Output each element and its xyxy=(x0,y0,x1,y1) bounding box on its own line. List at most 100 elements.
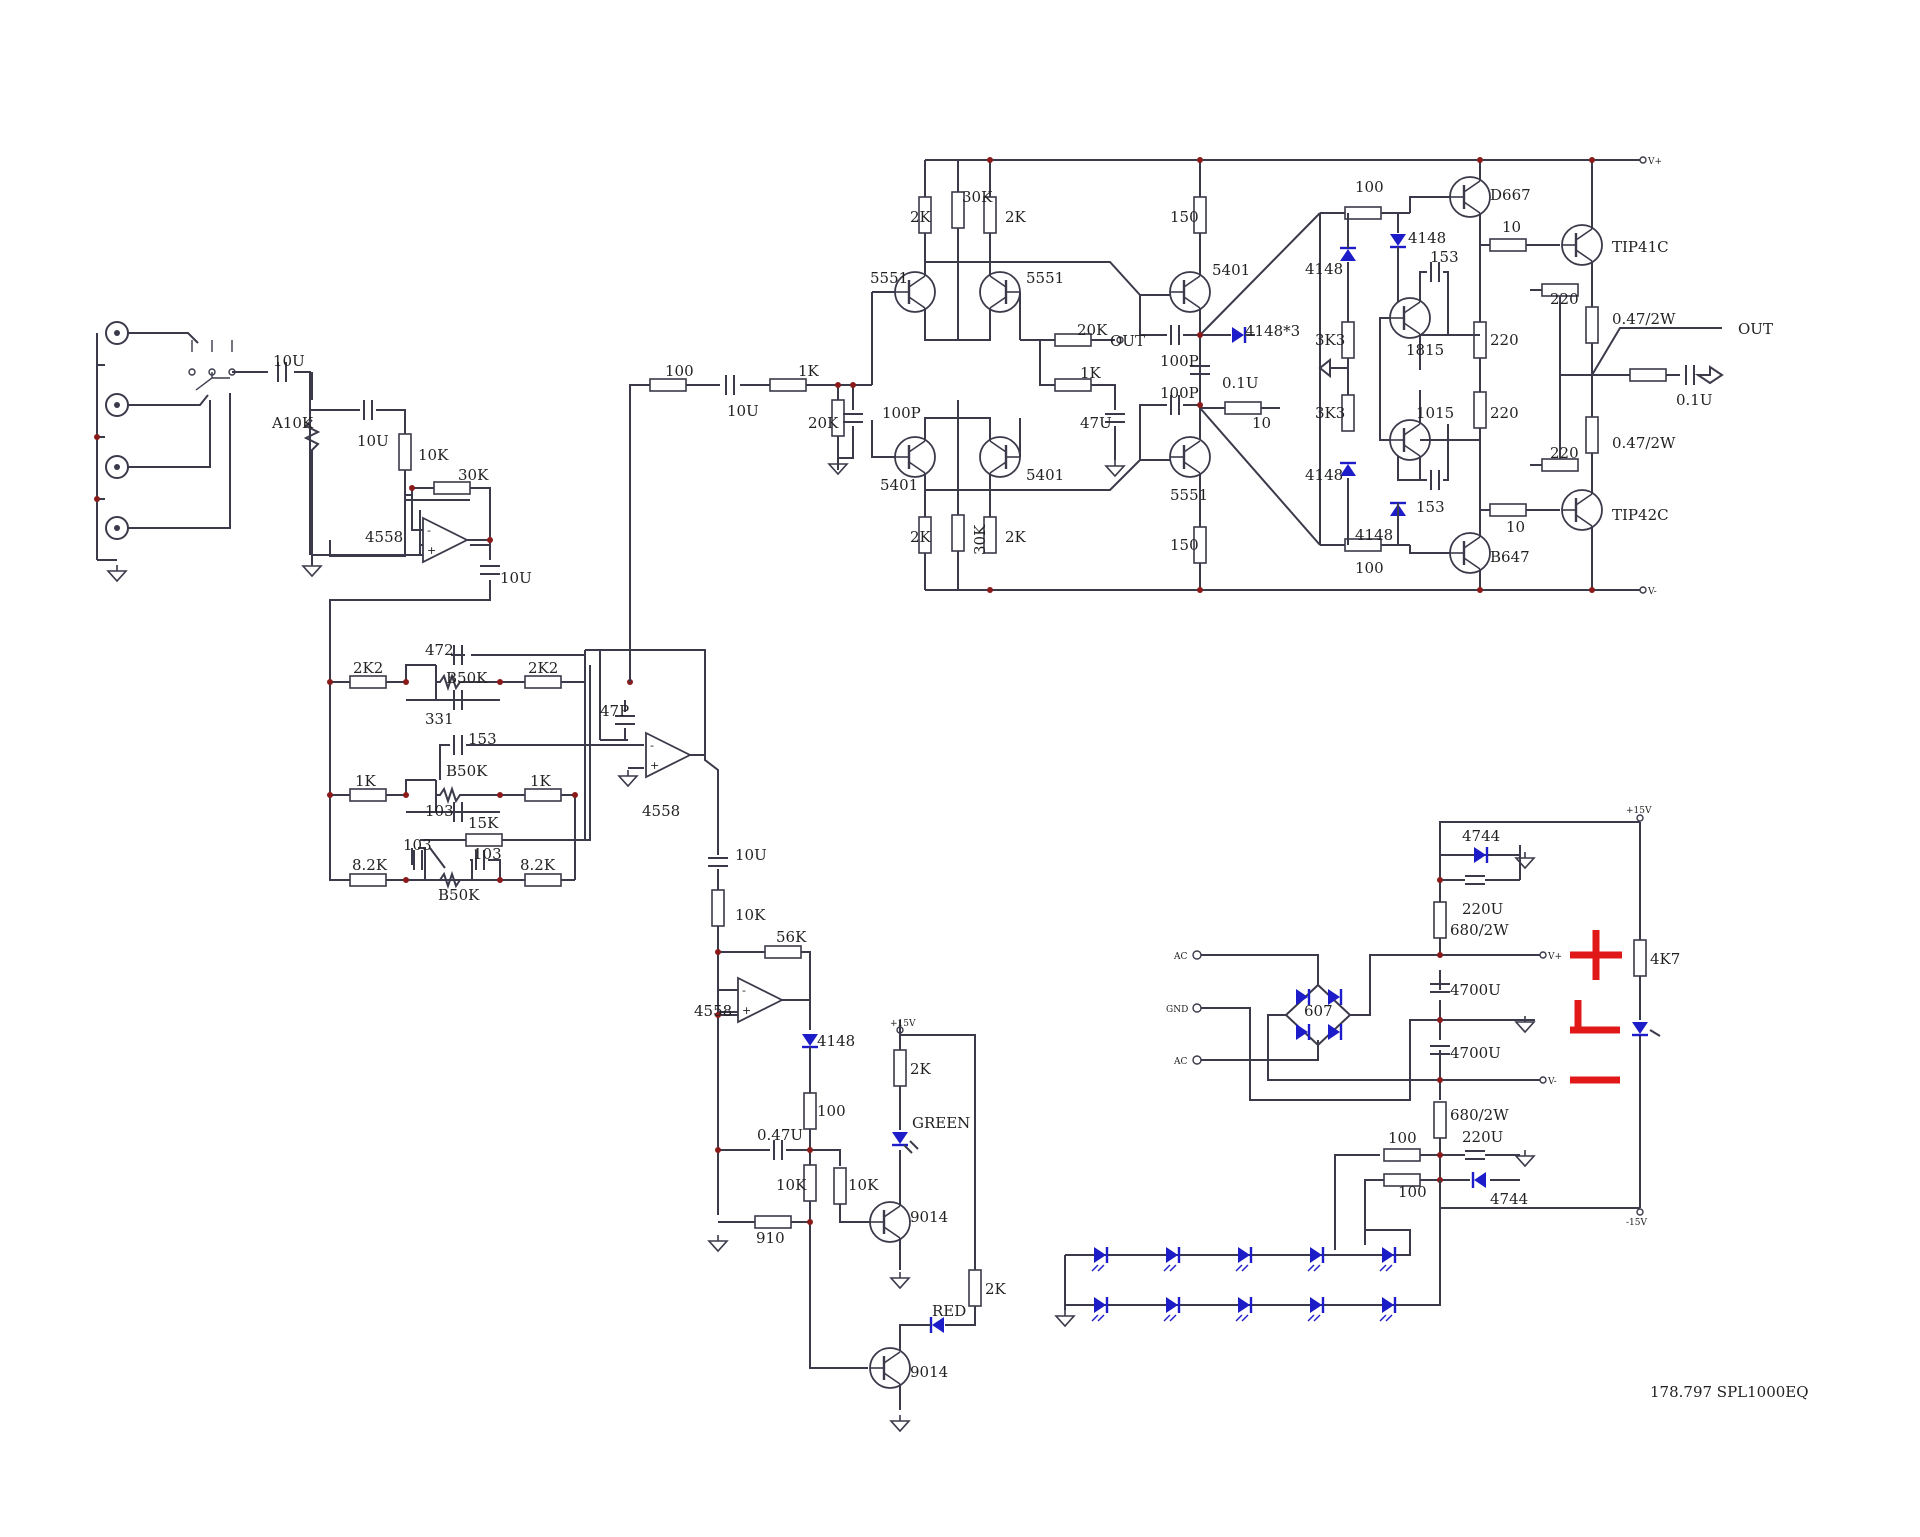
c-103-a-label: 103 xyxy=(425,802,454,820)
r-10k-4-label: 10K xyxy=(848,1176,879,1194)
c-100p-a-label: 100P xyxy=(1160,352,1199,370)
r-2k-b-label: 2K xyxy=(1005,208,1027,226)
c-153-a-label: 153 xyxy=(1430,248,1459,266)
q-5401-c-label: 5401 xyxy=(1212,261,1250,279)
r-30k-a-label: 30K xyxy=(962,188,993,206)
c-4700u-a-label: 4700U xyxy=(1450,981,1501,999)
out-main-label: OUT xyxy=(1738,320,1773,338)
q-1815-label: 1815 xyxy=(1406,341,1444,359)
r-680-b-label: 680/2W xyxy=(1450,1106,1509,1124)
r-1k-fb-label: 1K xyxy=(1080,364,1102,382)
r-2k-led-label: 2K xyxy=(910,1060,932,1078)
r-100-in-label: 100 xyxy=(665,362,694,380)
c-10u-3-label: 10U xyxy=(500,569,532,587)
power-supply xyxy=(1192,814,1661,1250)
op-4558-2-label: 4558 xyxy=(642,802,680,820)
ac-2-label: AC xyxy=(1173,1057,1187,1067)
footer-label: 178.797 SPL1000EQ xyxy=(1650,1383,1809,1401)
c-100p-b-label: 100P xyxy=(1160,384,1199,402)
psu-vminus-label: V- xyxy=(1547,1077,1557,1087)
psu-vplus-label: V+ xyxy=(1547,952,1562,962)
r-680-a-label: 680/2W xyxy=(1450,921,1509,939)
r-82k-b-label: 8.2K xyxy=(520,856,556,874)
r-15k-label: 15K xyxy=(468,814,499,832)
q-b647-label: B647 xyxy=(1490,548,1530,566)
op-4558-1-label: 4558 xyxy=(365,528,403,546)
pot-b50k-b-label: B50K xyxy=(446,762,488,780)
q-5551-b-label: 5551 xyxy=(1026,269,1064,287)
q-5551-c-label: 5551 xyxy=(1170,486,1208,504)
r-1k-b-label: 1K xyxy=(530,772,552,790)
pot-b50k-a-label: B50K xyxy=(446,669,488,687)
c-4700u-b-label: 4700U xyxy=(1450,1044,1501,1062)
d-4148-e-label: 4148 xyxy=(817,1032,855,1050)
input-selector xyxy=(94,321,236,582)
d-4148x3-label: 4148*3 xyxy=(1245,322,1300,340)
r-2k-d-label: 2K xyxy=(1005,528,1027,546)
pot-b50k-c-label: B50K xyxy=(438,886,480,904)
led-array xyxy=(1055,1180,1441,1327)
gnd-label: GND xyxy=(1166,1005,1188,1015)
r-1k-a-label: 1K xyxy=(355,772,377,790)
r-20k-fb-label: 20K xyxy=(1077,321,1108,339)
input-stage xyxy=(232,361,575,881)
r-30k-b-label: 30K xyxy=(971,524,989,555)
r-1k-in-label: 1K xyxy=(798,362,820,380)
r-220-a-label: 220 xyxy=(1550,290,1579,308)
r-220-b-label: 220 xyxy=(1490,331,1519,349)
r-150-b-label: 150 xyxy=(1170,536,1199,554)
q-tip42c-label: TIP42C xyxy=(1612,506,1669,524)
eq-section xyxy=(327,644,719,890)
r-100-b-label: 100 xyxy=(1355,559,1384,577)
c-103-b-label: 103 xyxy=(403,836,432,854)
r-100-e-label: 100 xyxy=(1398,1183,1427,1201)
r-2k2-a-label: 2K2 xyxy=(353,659,383,677)
c-10u-5-label: 10U xyxy=(735,846,767,864)
out-fb-label: OUT xyxy=(1110,332,1145,350)
c-01u-b-label: 0.1U xyxy=(1676,391,1713,409)
r-30k-1-label: 30K xyxy=(458,466,489,484)
v15-led-label: +15V xyxy=(890,1019,916,1029)
q-5401-b-label: 5401 xyxy=(1026,466,1064,484)
q-tip41c-label: TIP41C xyxy=(1612,238,1669,256)
r-100-c-label: 100 xyxy=(817,1102,846,1120)
level-meter xyxy=(707,840,982,1432)
r-047-b-label: 0.47/2W xyxy=(1612,434,1676,452)
ac-1-label: AC xyxy=(1173,952,1187,962)
r-2k-a-label: 2K xyxy=(910,208,932,226)
led-green-label: GREEN xyxy=(912,1114,970,1132)
power-amplifier xyxy=(871,156,1724,594)
r-3k3-b-label: 3K3 xyxy=(1315,404,1345,422)
vplus-label: V+ xyxy=(1647,157,1662,167)
r-10-a-label: 10 xyxy=(1252,414,1271,432)
op-4558-3-label: 4558 xyxy=(694,1002,732,1020)
r-3k3-a-label: 3K3 xyxy=(1315,331,1345,349)
r-82k-a-label: 8.2K xyxy=(352,856,388,874)
d-4148-c-label: 4148 xyxy=(1305,466,1343,484)
bridge-607-label: 607 xyxy=(1304,1002,1333,1020)
c-10u-in-label: 10U xyxy=(273,352,305,370)
v15-minus-label: -15V xyxy=(1626,1218,1647,1228)
z-4744-b-label: 4744 xyxy=(1490,1190,1528,1208)
c-10u-2-label: 10U xyxy=(357,432,389,450)
signal-path xyxy=(629,374,872,682)
v15-plus-label: +15V xyxy=(1626,806,1652,816)
c-10u-4-label: 10U xyxy=(727,402,759,420)
c-47u-label: 47U xyxy=(1080,414,1112,432)
r-220-d-label: 220 xyxy=(1550,444,1579,462)
d-4148-d-label: 4148 xyxy=(1355,526,1393,544)
q-1015-label: 1015 xyxy=(1416,404,1454,422)
component-labels: 10U A10K 10U 10K 30K 4558 10U 100 10U 1K… xyxy=(271,157,1809,1401)
q-d667-label: D667 xyxy=(1490,186,1531,204)
r-100-d-label: 100 xyxy=(1388,1129,1417,1147)
c-472-label: 472 xyxy=(425,641,454,659)
r-10k-3-label: 10K xyxy=(776,1176,807,1194)
q-5551-a-label: 5551 xyxy=(870,269,908,287)
r-10k-1-label: 10K xyxy=(418,446,449,464)
pot-a10k-label: A10K xyxy=(271,414,314,432)
c-047u-label: 0.47U xyxy=(757,1126,803,1144)
r-10-c-label: 10 xyxy=(1506,518,1525,536)
r-100-a-label: 100 xyxy=(1355,178,1384,196)
c-100p-in-label: 100P xyxy=(882,404,921,422)
